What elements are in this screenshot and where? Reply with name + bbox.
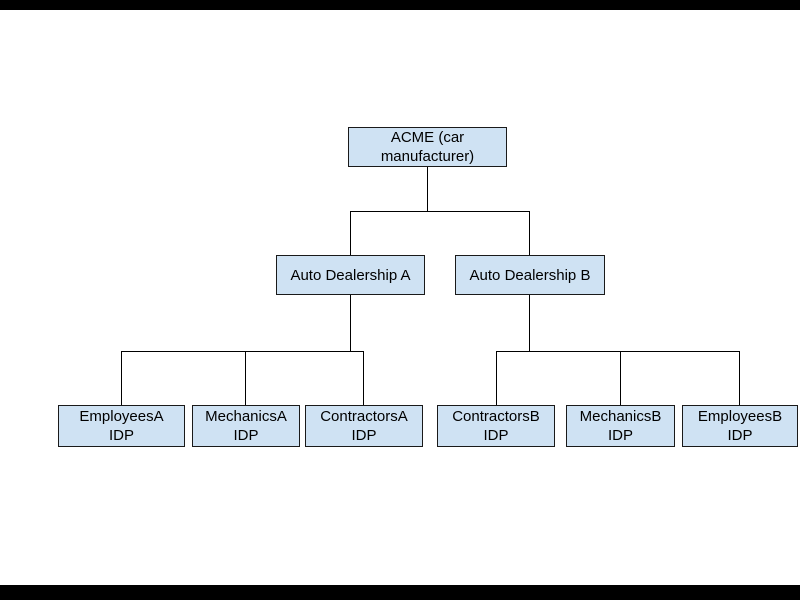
connector-to-mechanics-b: [620, 351, 621, 405]
diagram-canvas: ACME (car manufacturer) Auto Dealership …: [0, 10, 800, 585]
node-mechanics-a-idp-label: MechanicsA IDP: [205, 408, 287, 444]
connector-dealership-a-crossbar: [121, 351, 364, 352]
connector-to-dealership-a: [350, 211, 351, 255]
node-employees-a-idp-label: EmployeesA IDP: [79, 408, 164, 444]
connector-to-employees-a: [121, 351, 122, 405]
node-dealership-a-label: Auto Dealership A: [290, 266, 411, 284]
connector-to-mechanics-a: [245, 351, 246, 405]
node-contractors-b-idp-label: ContractorsB IDP: [452, 408, 540, 444]
node-employees-a-idp: EmployeesA IDP: [58, 405, 185, 447]
connector-to-contractors-a: [363, 351, 364, 405]
connector-dealership-a-stem: [350, 295, 351, 351]
node-contractors-a-idp: ContractorsA IDP: [305, 405, 423, 447]
connector-root-crossbar: [350, 211, 530, 212]
node-contractors-b-idp: ContractorsB IDP: [437, 405, 555, 447]
node-mechanics-b-idp-label: MechanicsB IDP: [579, 408, 662, 444]
connector-root-stem: [427, 167, 428, 211]
connector-to-dealership-b: [529, 211, 530, 255]
letterbox-bottom-bar: [0, 585, 800, 600]
connector-to-contractors-b: [496, 351, 497, 405]
node-mechanics-b-idp: MechanicsB IDP: [566, 405, 675, 447]
connector-dealership-b-stem: [529, 295, 530, 351]
letterbox-top-bar: [0, 0, 800, 10]
node-dealership-b: Auto Dealership B: [455, 255, 605, 295]
node-employees-b-idp-label: EmployeesB IDP: [697, 408, 783, 444]
node-acme: ACME (car manufacturer): [348, 127, 507, 167]
node-dealership-a: Auto Dealership A: [276, 255, 425, 295]
node-mechanics-a-idp: MechanicsA IDP: [192, 405, 300, 447]
node-acme-label: ACME (car manufacturer): [380, 129, 475, 165]
node-dealership-b-label: Auto Dealership B: [469, 266, 591, 284]
connector-to-employees-b: [739, 351, 740, 405]
connector-dealership-b-crossbar: [496, 351, 740, 352]
node-contractors-a-idp-label: ContractorsA IDP: [320, 408, 408, 444]
node-employees-b-idp: EmployeesB IDP: [682, 405, 798, 447]
